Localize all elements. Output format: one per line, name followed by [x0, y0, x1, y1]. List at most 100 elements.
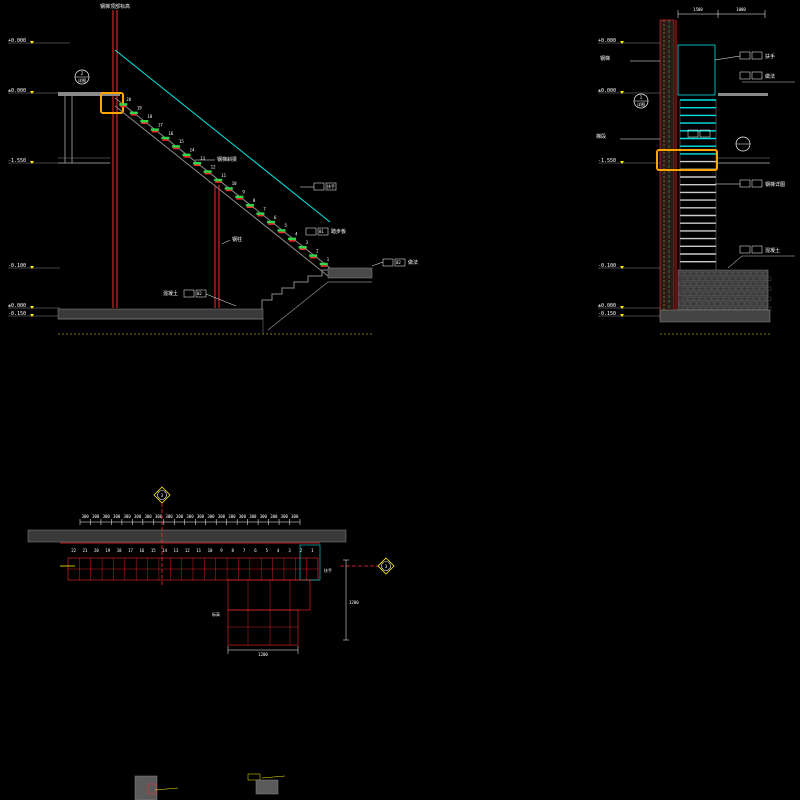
level-label: +0.000: [598, 38, 616, 44]
tread-support: [215, 181, 222, 183]
hatch-brick: [723, 276, 730, 281]
hatch-brick: [729, 296, 736, 301]
hatch-brick: [747, 286, 754, 291]
stair-stringer: [114, 97, 331, 277]
hatch-brick: [756, 291, 763, 296]
plan-step-number: 4: [277, 548, 280, 553]
plan-step-number: 1: [311, 548, 314, 553]
level-label: ±0.000: [598, 88, 616, 94]
hatch-brick: [711, 296, 718, 301]
hatch-brick: [756, 271, 763, 276]
level-triangle-icon: [620, 161, 624, 164]
plan-left-note: 标高: [212, 611, 220, 617]
dim-value: 300: [82, 514, 90, 519]
step-number: 5: [285, 223, 288, 228]
plan-marker-number: 3: [385, 564, 388, 569]
tread-support: [278, 231, 285, 234]
hatch-brick: [696, 281, 703, 286]
step-number: 12: [211, 164, 216, 169]
dim-value: 300: [176, 514, 184, 519]
hatch-brick: [732, 301, 739, 306]
hatch-brick: [684, 301, 691, 306]
floor-callout: 做法: [408, 259, 418, 266]
handrail-line: [114, 49, 331, 223]
hatch-brick: [750, 301, 757, 306]
tread: [266, 220, 275, 224]
lower-slab-line: [267, 281, 329, 331]
dim-value: 300: [144, 514, 152, 519]
tread-callout: 踏步板: [331, 228, 346, 235]
level-triangle-icon: [620, 266, 624, 269]
level-label: ±0.000: [8, 88, 26, 94]
tread-support: [194, 164, 201, 166]
level-triangle-icon: [620, 314, 624, 317]
hatch-brick: [681, 286, 688, 291]
plan-step-number: 21: [83, 548, 88, 553]
stringer-callout: 钢梯斜梁: [217, 156, 237, 163]
callout-right: 扶手: [765, 53, 775, 60]
hatch-brick: [720, 271, 727, 276]
hatch-brick: [678, 301, 685, 306]
level-triangle-icon: [620, 306, 624, 309]
hatch-brick: [708, 271, 715, 276]
plan-step-number: 18: [117, 548, 122, 553]
hatch-brick: [690, 271, 697, 276]
bottom-small-details: [134, 773, 286, 800]
callouts-right: 扶手 做法 钢梯 梯段 钢梯详图 混凝土: [596, 51, 795, 269]
tread: [235, 195, 244, 199]
tread-support: [236, 198, 243, 200]
hatch-brick: [753, 296, 760, 301]
hatch-brick: [717, 286, 724, 291]
step-number: 9: [242, 190, 245, 195]
hatch-brick: [696, 301, 703, 306]
tread-support: [267, 223, 274, 225]
hatch-brick: [708, 291, 715, 296]
hatch-brick: [756, 281, 763, 286]
tread-support: [246, 206, 253, 208]
hatch-brick: [678, 291, 685, 296]
level-triangle-icon: [30, 91, 34, 94]
hatch-brick: [726, 281, 733, 286]
plan-marker-right: 3: [340, 557, 395, 575]
level-triangle-icon: [30, 266, 34, 269]
level-triangle-icon: [30, 41, 34, 44]
step-number: 15: [179, 139, 184, 144]
hatch-brick: [681, 296, 688, 301]
hatch-brick: [726, 301, 733, 306]
hatch-brick: [744, 271, 751, 276]
floor-slab: [57, 308, 264, 320]
dim-value: 300: [92, 514, 100, 519]
hatch-brick: [729, 276, 736, 281]
plan-step-number: 17: [128, 548, 133, 553]
dim-value: 300: [113, 514, 121, 519]
step-number: 19: [137, 106, 142, 111]
hatch-brick: [705, 286, 712, 291]
hatch-brick: [765, 286, 772, 291]
tread-support: [173, 147, 180, 150]
hatch-brick: [735, 276, 742, 281]
dim-value: 300: [249, 514, 257, 519]
base-tag: 02: [197, 291, 202, 296]
hatch-brick: [762, 281, 769, 286]
step-number: 4: [295, 232, 298, 237]
hatch-brick: [711, 286, 718, 291]
detail-marker-right: 1 详图: [633, 93, 751, 152]
step-number: 13: [200, 156, 205, 161]
tread-support: [130, 114, 137, 116]
hatch-brick: [702, 301, 709, 306]
step-number: 17: [158, 122, 163, 127]
tread: [182, 153, 191, 157]
tread-support: [289, 240, 296, 242]
plan-tread-grid: [67, 544, 321, 646]
step-number: 7: [263, 206, 266, 211]
dim-value: 300: [134, 514, 142, 519]
hatch-brick: [732, 291, 739, 296]
tread: [172, 145, 181, 148]
level-label: +0.000: [8, 38, 26, 44]
tread: [150, 128, 159, 131]
hatch-brick: [702, 271, 709, 276]
hatch-brick: [720, 291, 727, 296]
